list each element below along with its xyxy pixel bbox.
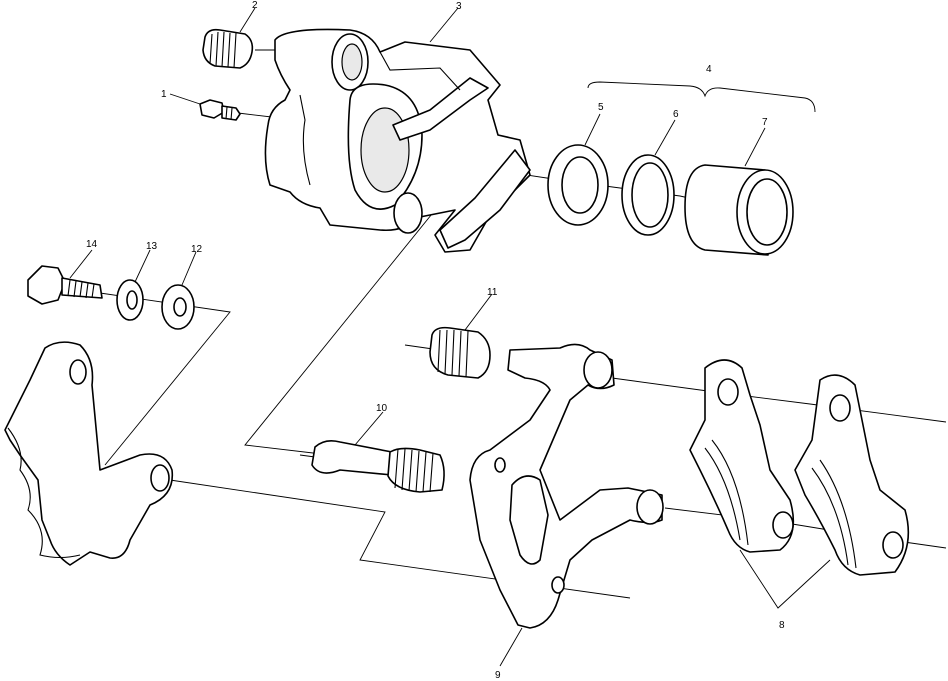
pin10-axis (299, 454, 316, 458)
leaders (69, 7, 831, 667)
callout-6: 6 (673, 109, 679, 120)
callout-10: 10 (376, 403, 388, 414)
callout-12: 12 (191, 244, 203, 255)
part-3-caliper (264, 28, 531, 253)
callout-3: 3 (456, 1, 462, 12)
part-5-seal (547, 144, 609, 226)
callout-1: 1 (161, 89, 167, 100)
callout-4: 4 (706, 64, 712, 75)
part-13-lock-washer (116, 279, 144, 321)
part-11-boot (429, 326, 491, 379)
part-1-bleeder (199, 99, 241, 121)
callout-7: 7 (762, 117, 768, 128)
callout-labels: 1 2 3 4 5 6 7 8 9 10 11 12 13 14 (86, 0, 785, 681)
part-8-pad-a (689, 359, 795, 553)
part-10-pin (311, 440, 445, 493)
callout-11: 11 (487, 287, 498, 298)
group-4-bracket (587, 81, 816, 113)
part-14-bolt (27, 265, 103, 305)
callout-8: 8 (779, 620, 785, 631)
part-12-washer (161, 284, 195, 330)
callout-13: 13 (146, 241, 158, 252)
callout-14: 14 (86, 239, 98, 250)
callout-2: 2 (252, 0, 258, 11)
callout-5: 5 (598, 102, 604, 113)
part-9-bracket (469, 343, 664, 629)
part-7-piston (684, 164, 794, 256)
part-8-pad-b (794, 374, 910, 576)
fork-leg (4, 341, 174, 566)
part-6-dust-seal (621, 154, 675, 236)
pad-upper-axis (611, 377, 947, 423)
caliper-mount-axis (244, 203, 442, 456)
callout-9: 9 (495, 670, 501, 681)
part-2-boot (202, 28, 254, 69)
